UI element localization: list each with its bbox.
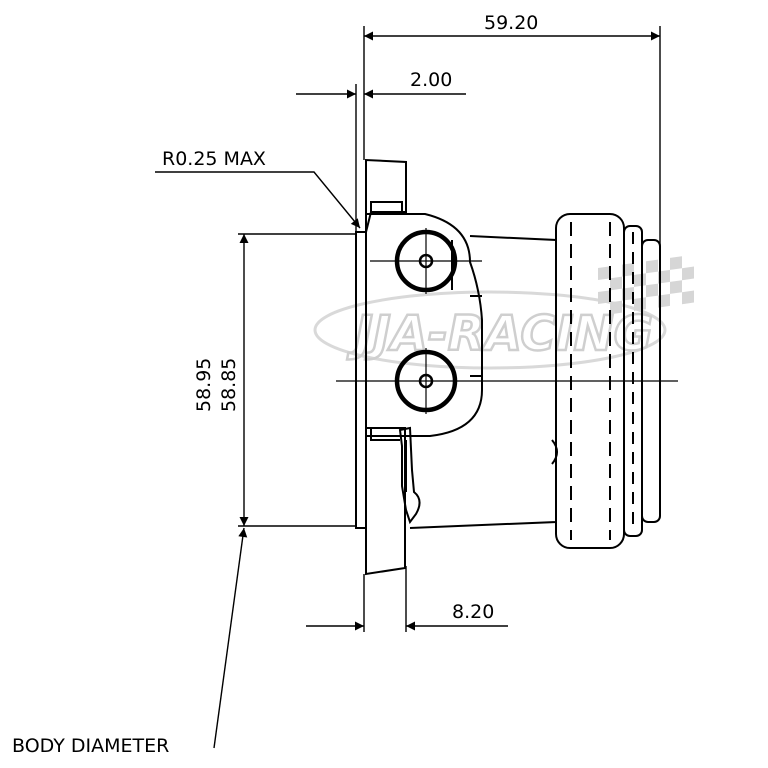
dim-edge-radius-value: R0.25 MAX: [162, 148, 266, 170]
dim-body-diameter-max: 58.95: [193, 358, 215, 412]
watermark: JJA-RACING: [313, 256, 694, 370]
side-clip: [398, 426, 421, 525]
flange-face-plate: [355, 231, 367, 529]
dim-overall-length-value: 59.20: [484, 12, 538, 34]
dim-flange-width-value: 8.20: [452, 601, 494, 623]
watermark-text: JJA-RACING: [347, 306, 653, 362]
body-diameter-label: BODY DIAMETER: [12, 735, 169, 757]
body-diameter-leader: [213, 527, 248, 749]
mounting-hole-lower: [394, 348, 458, 414]
dim-flange-thickness-value: 2.00: [410, 69, 452, 91]
nose-rings: [623, 225, 661, 537]
flange: [355, 158, 407, 576]
dim-body-diameter: [238, 233, 356, 527]
watermark-swoosh: [313, 290, 667, 370]
flange-upper-tab: [365, 158, 407, 233]
collar-ring: [555, 213, 625, 549]
dim-body-diameter-min: 58.85: [218, 358, 240, 412]
flange-lower-tab: [365, 427, 406, 576]
dim-edge-radius-leader: [155, 171, 361, 229]
dim-flange-thickness: [296, 84, 466, 232]
dim-flange-width: [306, 566, 508, 632]
mounting-hole-upper: [394, 228, 458, 294]
